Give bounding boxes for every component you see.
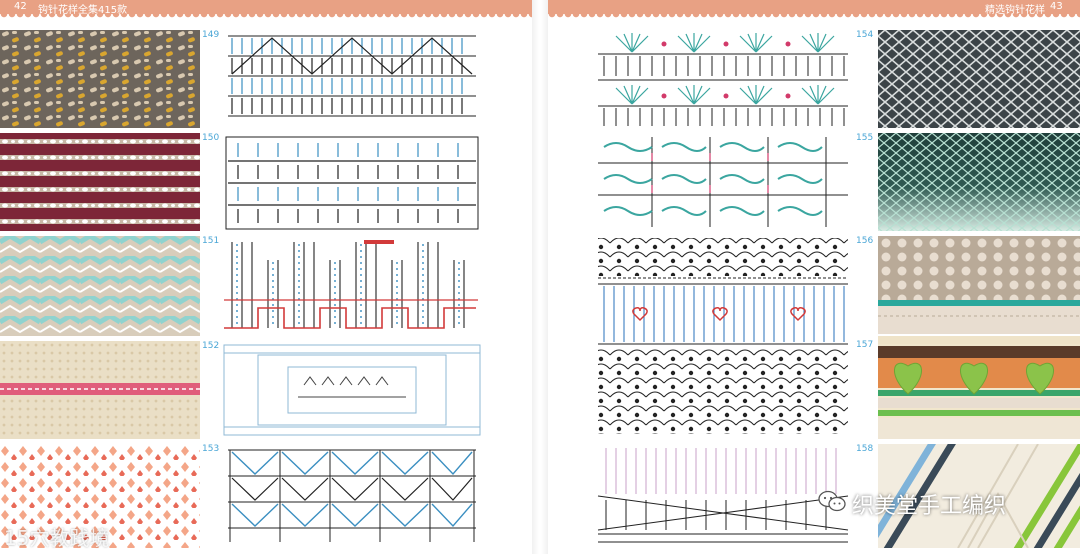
pattern-154-swatch — [878, 30, 1080, 128]
right-section-title: 精选钩针花样 — [985, 1, 1045, 16]
pattern-151-swatch — [0, 236, 200, 336]
pattern-156-diagram — [592, 236, 854, 440]
pattern-150-swatch — [0, 133, 200, 231]
pattern-number: 152 — [202, 341, 219, 351]
left-book-title: 钩针花样全集415款 — [38, 1, 127, 16]
pattern-156-swatch — [878, 236, 1080, 334]
pattern-154-diagram — [592, 30, 854, 128]
pattern-152-swatch — [0, 341, 200, 439]
bottom-right-watermark: 织美堂手工编织 — [852, 488, 1006, 520]
pattern-152-diagram — [218, 341, 486, 439]
book-gutter — [532, 0, 548, 554]
pattern-150-diagram — [218, 133, 486, 233]
pattern-number: 153 — [202, 444, 219, 454]
pattern-number: 157 — [856, 340, 873, 350]
pattern-155-diagram — [592, 133, 854, 231]
pattern-157-swatch — [878, 336, 1080, 439]
wechat-logo-icon — [818, 490, 846, 512]
pattern-number: 149 — [202, 30, 219, 40]
pattern-number: 154 — [856, 30, 873, 40]
pattern-153-diagram — [218, 444, 486, 548]
pattern-151-diagram — [218, 236, 486, 336]
pattern-number: 156 — [856, 236, 873, 246]
pattern-number: 150 — [202, 133, 219, 143]
pattern-number: 158 — [856, 444, 873, 454]
pattern-149-diagram — [218, 30, 486, 130]
pattern-158-diagram — [592, 444, 854, 548]
pattern-number: 151 — [202, 236, 219, 246]
right-page-number: 43 — [1050, 1, 1063, 12]
pattern-149-swatch — [0, 30, 200, 128]
left-page-number: 42 — [14, 1, 27, 12]
pattern-155-swatch — [878, 133, 1080, 231]
pattern-number: 155 — [856, 133, 873, 143]
bottom-left-watermark: 15穴教践境 — [4, 522, 109, 551]
